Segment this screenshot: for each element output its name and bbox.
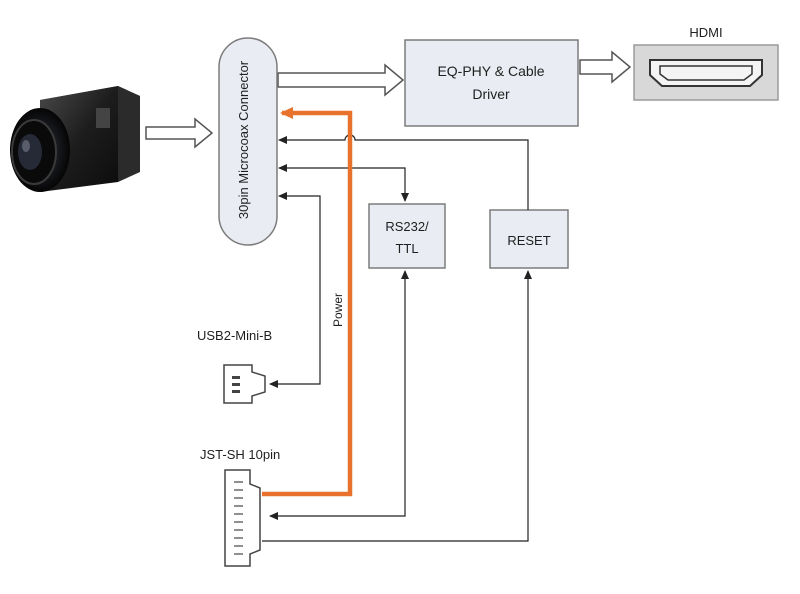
usb-mini-b-connector: USB2-Mini-B bbox=[197, 328, 272, 404]
rs232-to-jst-line bbox=[269, 420, 406, 520]
power-label: Power bbox=[331, 293, 345, 327]
hdmi-port-icon bbox=[649, 59, 763, 87]
connector-to-eqphy-arrow bbox=[277, 63, 405, 97]
microcoax-connector-block: 30pin Microcoax Connector bbox=[218, 37, 278, 246]
rs232-label-line2: TTL bbox=[395, 241, 418, 256]
usb-to-connector-line bbox=[278, 192, 321, 300]
eqphy-to-hdmi-arrow bbox=[579, 50, 632, 84]
rs232-label-line1: RS232/ bbox=[385, 219, 429, 234]
connector-to-rs232-line bbox=[355, 167, 409, 202]
jst-to-reset-line bbox=[262, 270, 532, 542]
eqphy-label-line2: Driver bbox=[472, 86, 510, 102]
connector-to-usb-line bbox=[269, 300, 321, 388]
power-line: Power bbox=[262, 107, 353, 497]
reset-label: RESET bbox=[507, 233, 550, 248]
eqphy-label-line1: EQ-PHY & Cable bbox=[437, 63, 544, 79]
jst-label: JST-SH 10pin bbox=[200, 447, 280, 462]
camera-module-image bbox=[10, 86, 140, 192]
camera-to-connector-arrow bbox=[145, 117, 214, 149]
rs232-ttl-block: RS232/ TTL bbox=[368, 203, 446, 269]
hdmi-label: HDMI bbox=[689, 25, 722, 40]
usb-mini-b-connector-icon bbox=[223, 364, 266, 404]
hdmi-port: HDMI bbox=[633, 25, 779, 101]
jst-sh-connector: JST-SH 10pin bbox=[200, 447, 280, 567]
usb-label: USB2-Mini-B bbox=[197, 328, 272, 343]
eqphy-block: EQ-PHY & Cable Driver bbox=[404, 39, 579, 127]
microcoax-connector-label: 30pin Microcoax Connector bbox=[236, 60, 251, 219]
jst-connector-icon bbox=[224, 469, 261, 567]
reset-block: RESET bbox=[489, 209, 569, 269]
reset-to-connector-line bbox=[278, 134, 529, 210]
